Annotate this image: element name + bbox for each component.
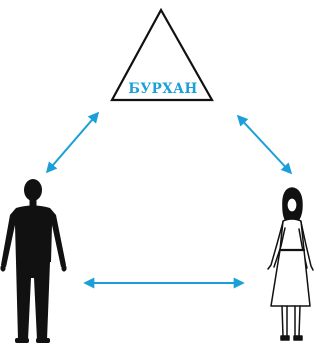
triangle-label: БУРХАН — [128, 81, 197, 97]
woman-figure-icon — [267, 187, 314, 341]
arrow-triangle-woman — [236, 114, 293, 175]
arrow-triangle-man — [45, 111, 100, 174]
man-figure-icon — [0, 179, 67, 343]
triangle-node: БУРХАН — [110, 7, 214, 102]
triangle-icon — [110, 7, 214, 102]
